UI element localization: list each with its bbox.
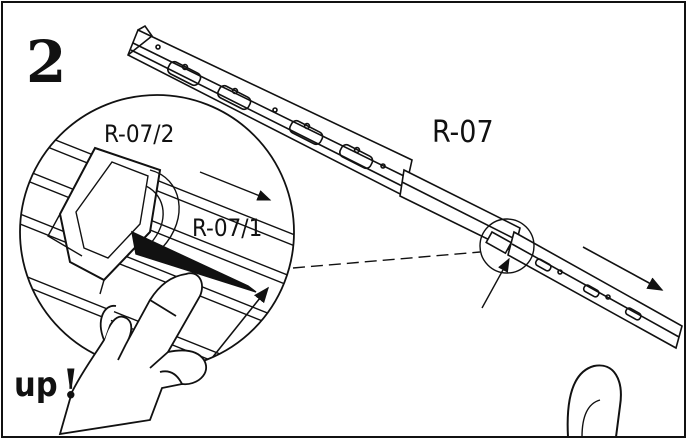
outer-part-label: R-07/2 [104, 120, 174, 148]
inner-part-label: R-07/1 [192, 214, 262, 242]
detail-callout-circle [479, 218, 535, 274]
lens-contents [20, 117, 294, 369]
step-number: 2 [26, 28, 66, 96]
thumb-detail-line [581, 399, 601, 438]
exclaim-mark: ! [62, 361, 80, 408]
drawer-slide-rail [126, 24, 683, 350]
main-part-label: R-07 [432, 115, 494, 150]
detail-leader-line [292, 251, 481, 269]
latch-pointer-arrow [481, 257, 510, 309]
direction-arrow-icon [582, 246, 664, 291]
thumb-icon [566, 364, 622, 438]
instruction-label: up [14, 365, 58, 405]
finger-pointer-icon [58, 272, 207, 436]
